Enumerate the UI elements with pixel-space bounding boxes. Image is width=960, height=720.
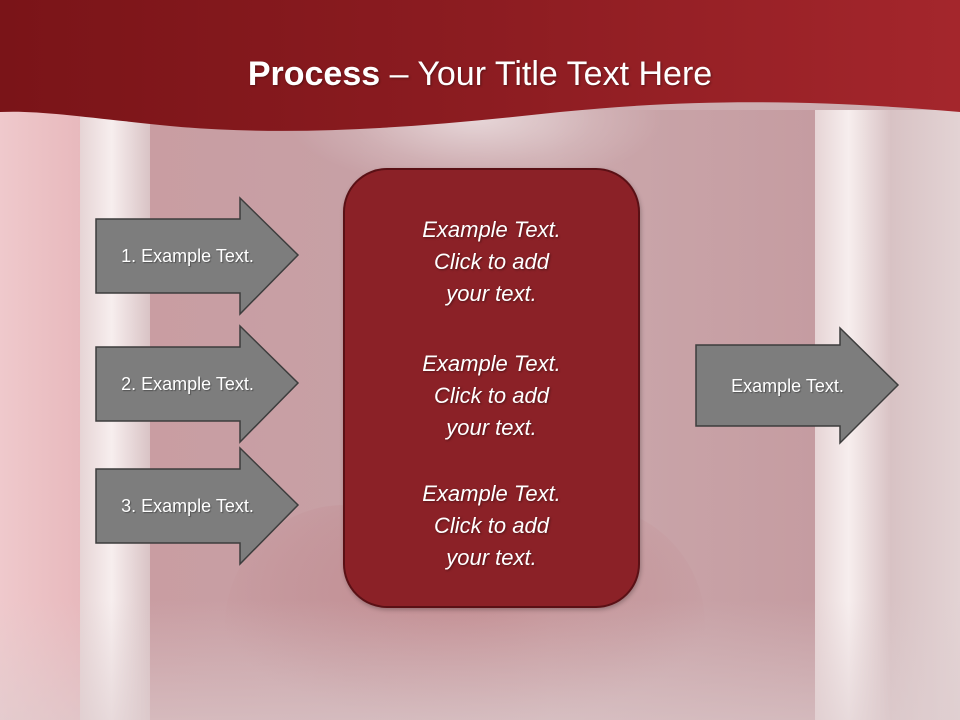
center-text-box[interactable]: Example Text. Click to add your text. Ex… (343, 168, 640, 608)
process-arrow-1[interactable]: 1. Example Text. (95, 196, 300, 316)
center-text-line: Example Text. (422, 351, 561, 376)
center-text-line: your text. (446, 415, 537, 440)
arrow-label-1: 1. Example Text. (121, 245, 254, 266)
center-text-block-1: Example Text. Click to add your text. (345, 214, 638, 310)
output-arrow-label: Example Text. (731, 375, 844, 396)
arrow-label-3: 3. Example Text. (121, 495, 254, 516)
center-text-line: your text. (446, 281, 537, 306)
arrow-shape-3 (95, 446, 300, 566)
center-text-line: Click to add (434, 513, 549, 538)
center-text-line: Example Text. (422, 481, 561, 506)
output-arrow-shape (695, 326, 900, 445)
center-text-line: Click to add (434, 383, 549, 408)
title-rest: – Your Title Text Here (380, 55, 713, 93)
slide-title[interactable]: Process – Your Title Text Here (0, 52, 960, 96)
center-text-line: Click to add (434, 249, 549, 274)
output-arrow[interactable]: Example Text. (695, 326, 900, 445)
center-text-block-3: Example Text. Click to add your text. (345, 478, 638, 574)
header-wave-shape (0, 0, 960, 131)
center-text-line: Example Text. (422, 217, 561, 242)
header-banner: Process – Your Title Text Here (0, 0, 960, 140)
process-arrow-2[interactable]: 2. Example Text. (95, 324, 300, 444)
title-bold: Process (247, 55, 381, 93)
center-text-block-2: Example Text. Click to add your text. (345, 348, 638, 444)
process-arrow-3[interactable]: 3. Example Text. (95, 446, 300, 566)
background-fade (0, 600, 960, 720)
arrow-label-2: 2. Example Text. (121, 373, 254, 394)
arrow-shape-1 (95, 196, 300, 316)
center-text-line: your text. (446, 545, 537, 570)
arrow-shape-2 (95, 324, 300, 444)
